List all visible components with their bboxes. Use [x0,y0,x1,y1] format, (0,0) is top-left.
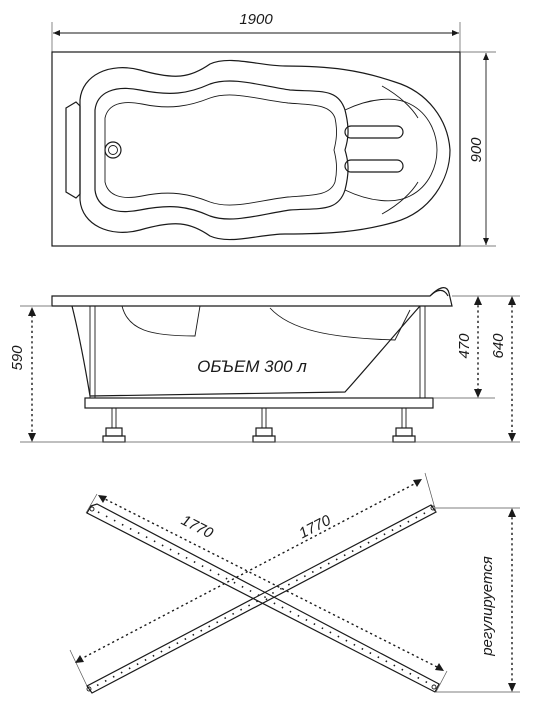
side-back-recess [269,307,411,341]
side-headrest-top [429,289,449,297]
adjust-arrow-top [508,508,516,517]
rim-height-arrow-bottom [474,389,482,398]
side-rim [51,287,453,307]
diag-right-ext-bottom [69,649,88,687]
frame-height-arrow-top [508,296,516,305]
diag-right-arrow-end [75,655,84,663]
side-leg-middle [252,408,276,443]
headrest-curve-upper [381,85,419,119]
tub-inner-bowl [94,80,349,220]
side-footwell-recess [121,305,201,337]
diag-left-ext-bottom [435,670,448,693]
adjustable-label: регулируется [479,556,496,657]
adjust-arrow-bottom [508,683,516,692]
side-base-rail [84,397,434,409]
side-tub-body [71,305,421,397]
diag-right-ext-top [424,472,437,513]
side-leg-right [392,408,416,443]
diag-right-arrow-start [413,479,422,487]
armrest-slot-lower [344,159,404,173]
diag-left-dimension-line [100,496,442,670]
overflow-plate [65,101,81,199]
frame-height-arrow-bottom [508,433,516,442]
drain-icon [104,141,122,159]
length-label: 1900 [239,11,273,28]
diag-right-dimension-line [78,481,419,661]
diag-left-arrow-end [435,663,444,671]
diag-left-label: 1770 [178,512,216,543]
volume-label: ОБЪЕМ 300 л [197,357,307,376]
total-height-arrow-bottom [28,433,36,442]
tub-floor [104,94,337,206]
diag-right-label: 1770 [296,512,334,543]
frame-bar-a [86,503,440,693]
armrest-slot-upper [344,125,404,139]
top-view: 1900 900 [51,11,496,247]
rim-height-arrow-top [474,296,482,305]
drain-inner-icon [108,145,118,155]
frame-view: 1770 1770 регулируется [69,472,520,694]
frame-height-label: 640 [490,333,507,359]
total-height-arrow-top [28,307,36,316]
side-view: ОБЪЕМ 300 л 590 470 640 [9,287,520,443]
side-leg-left [102,408,126,443]
rim-height-label: 470 [456,333,473,359]
headrest-curve-lower [381,181,419,215]
tub-outer-rim [51,51,461,247]
diag-left-arrow-start [98,495,107,503]
width-label: 900 [468,137,485,163]
tub-outer-bowl [79,59,451,241]
diag-left-ext-top [85,493,98,514]
tub-headrest [344,98,438,202]
total-height-label: 590 [9,345,26,371]
